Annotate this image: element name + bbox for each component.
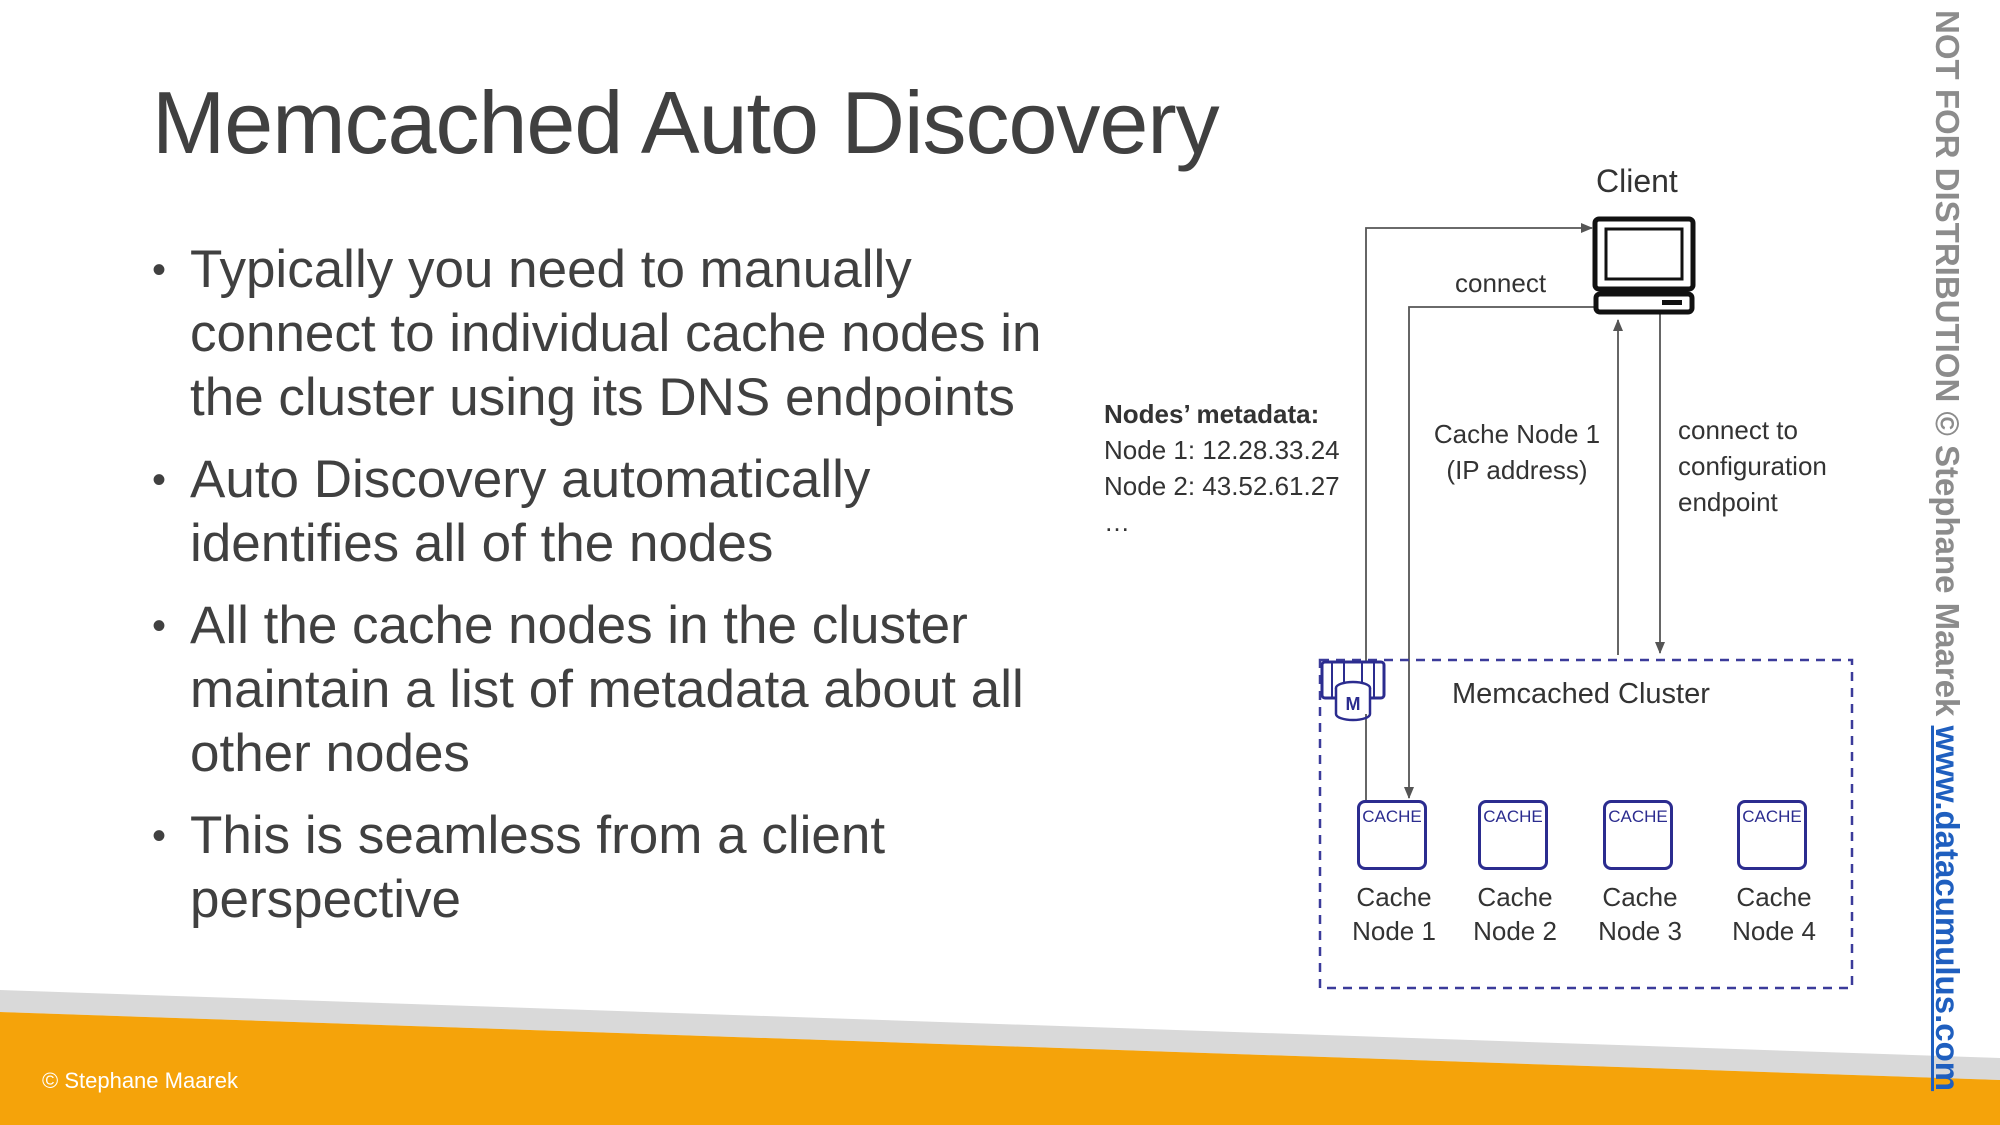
cache-icon: CACHE <box>1357 800 1427 870</box>
bullet-item: • Auto Discovery automatically identifie… <box>150 448 1050 576</box>
svg-text:M: M <box>1346 694 1361 714</box>
metadata-line: … <box>1104 507 1130 537</box>
cache-icon: CACHE <box>1603 800 1673 870</box>
watermark: NOT FOR DISTRIBUTION © Stephane Maarek w… <box>1928 10 1966 1091</box>
cache-node-label: Cache Node 3 <box>1580 880 1700 948</box>
memcached-cluster-label: Memcached Cluster <box>1452 678 1710 710</box>
bullet-text-line: perspective <box>190 870 462 929</box>
cache-node-ip-label: Cache Node 1 (IP address) <box>1432 416 1602 488</box>
cache-node-label-line: Cache <box>1736 882 1812 912</box>
config-endpoint-line: endpoint <box>1678 487 1778 517</box>
config-endpoint-line: connect to <box>1678 415 1798 445</box>
bullet-text-line: other nodes <box>190 724 470 783</box>
bullet-list: • Typically you need to manually connect… <box>150 238 1050 950</box>
bullet-text-line: This is seamless from a client <box>190 806 886 865</box>
cache-node-label-line: Node 3 <box>1598 916 1682 946</box>
bullet-dot: • <box>152 604 167 648</box>
computer-icon <box>1592 216 1696 315</box>
cache-icon: CACHE <box>1737 800 1807 870</box>
connect-label: connect <box>1455 268 1547 298</box>
bullet-text-line: Typically you need to manually <box>190 240 912 299</box>
bullet-dot: • <box>152 814 167 858</box>
memcached-cluster-icon: M <box>1320 660 1386 722</box>
metadata-heading: Nodes’ metadata: <box>1104 399 1320 429</box>
bullet-dot: • <box>152 248 167 292</box>
cache-node-label: Cache Node 2 <box>1455 880 1575 948</box>
watermark-notice: NOT FOR DISTRIBUTION © Stephane Maarek <box>1929 10 1966 726</box>
connect-arrow <box>1365 223 1593 800</box>
metadata-line: Node 1: 12.28.33.24 <box>1104 435 1340 465</box>
cache-node: CACHE <box>1603 800 1673 870</box>
metadata-line: Node 2: 43.52.61.27 <box>1104 471 1340 501</box>
slide-title: Memcached Auto Discovery <box>152 73 1220 172</box>
client-label: Client <box>1596 163 1678 199</box>
bullet-text-line: All the cache nodes in the cluster <box>190 596 968 655</box>
cache-node-ip-arrow <box>1404 306 1596 799</box>
bullet-item: • Typically you need to manually connect… <box>150 238 1050 430</box>
bullet-text-line: connect to individual cache nodes in <box>190 304 1042 363</box>
bullet-text-line: maintain a list of metadata about all <box>190 660 1024 719</box>
cache-icon: CACHE <box>1478 800 1548 870</box>
cache-node-label-line: Cache <box>1477 882 1553 912</box>
cache-node: CACHE <box>1737 800 1807 870</box>
cache-node-label-line: Node 4 <box>1732 916 1816 946</box>
cache-node-ip-line: Cache Node 1 <box>1433 419 1601 449</box>
cache-node-label-line: Cache <box>1602 882 1678 912</box>
bullet-text-line: Auto Discovery automatically <box>190 450 871 509</box>
footer-orange-band <box>0 1012 2000 1125</box>
bullet-text-line: the cluster using its DNS endpoints <box>190 368 1015 427</box>
cache-node: CACHE <box>1357 800 1427 870</box>
bullet-item: • This is seamless from a client perspec… <box>150 804 1050 932</box>
watermark-url-link[interactable]: www.datacumulus.com <box>1929 725 1966 1092</box>
footer-grey-band <box>0 990 2000 1080</box>
memcached-cluster-boundary <box>1318 658 1854 990</box>
config-endpoint-label: connect to configuration endpoint <box>1678 412 1827 520</box>
bullet-item: • All the cache nodes in the cluster mai… <box>150 594 1050 786</box>
bullet-text-line: identifies all of the nodes <box>190 514 774 573</box>
footer-copyright: © Stephane Maarek <box>42 1068 238 1093</box>
cache-node: CACHE <box>1478 800 1548 870</box>
cache-node-label: Cache Node 1 <box>1334 880 1454 948</box>
cache-node-label-line: Node 1 <box>1352 916 1436 946</box>
bullet-dot: • <box>152 458 167 502</box>
nodes-metadata: Nodes’ metadata: Node 1: 12.28.33.24 Nod… <box>1104 396 1340 540</box>
cache-node-label-line: Node 2 <box>1473 916 1557 946</box>
cache-node-label-line: Cache <box>1356 882 1432 912</box>
cache-node-label: Cache Node 4 <box>1714 880 1834 948</box>
config-endpoint-line: configuration <box>1678 451 1827 481</box>
cache-node-ip-line: (IP address) <box>1446 455 1588 485</box>
